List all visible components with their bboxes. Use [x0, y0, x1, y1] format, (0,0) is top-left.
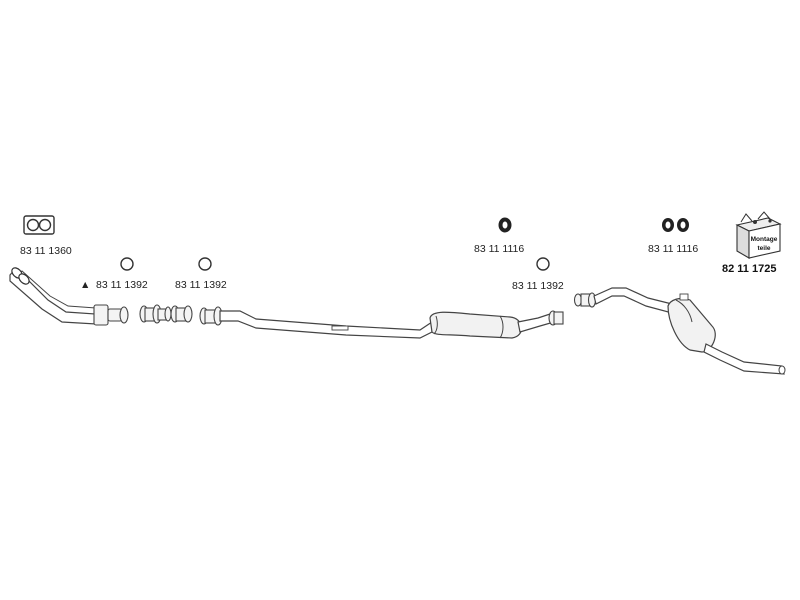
mounting-kit-part-number: 82 11 1725	[722, 263, 776, 275]
front-downpipe	[9, 267, 129, 326]
middle-pipe	[199, 306, 433, 339]
ring-b-part-number: 83 11 1392	[175, 279, 227, 291]
warning-triangle-icon: ▲	[80, 279, 90, 291]
hanger-mid-part-number: 83 11 1116	[474, 243, 524, 255]
ring-icon	[198, 257, 212, 271]
ring-a-part-number: 83 11 1392	[96, 279, 148, 291]
ring-c-part-number: 83 11 1392	[512, 280, 564, 292]
mounting-kit-box-text-2: teile	[757, 245, 770, 252]
mounting-kit-box-icon: Montage teile	[735, 211, 782, 259]
double-ring-gasket-icon	[23, 215, 55, 235]
ring-icon	[120, 257, 134, 271]
gasket-part-number: 83 11 1360	[20, 245, 72, 257]
hanger-rear-part-number: 83 11 1116	[648, 243, 698, 255]
pipe-sleeve-1	[139, 304, 172, 324]
mounting-kit-box-text-1: Montage	[751, 236, 778, 243]
rubber-hanger-icon	[498, 217, 512, 233]
pipe-sleeve-2	[170, 305, 193, 323]
front-silencer	[429, 310, 564, 339]
double-rubber-hanger-icon	[662, 218, 689, 232]
ring-icon	[536, 257, 550, 271]
rear-silencer	[667, 293, 786, 375]
rear-pipe	[573, 287, 673, 314]
